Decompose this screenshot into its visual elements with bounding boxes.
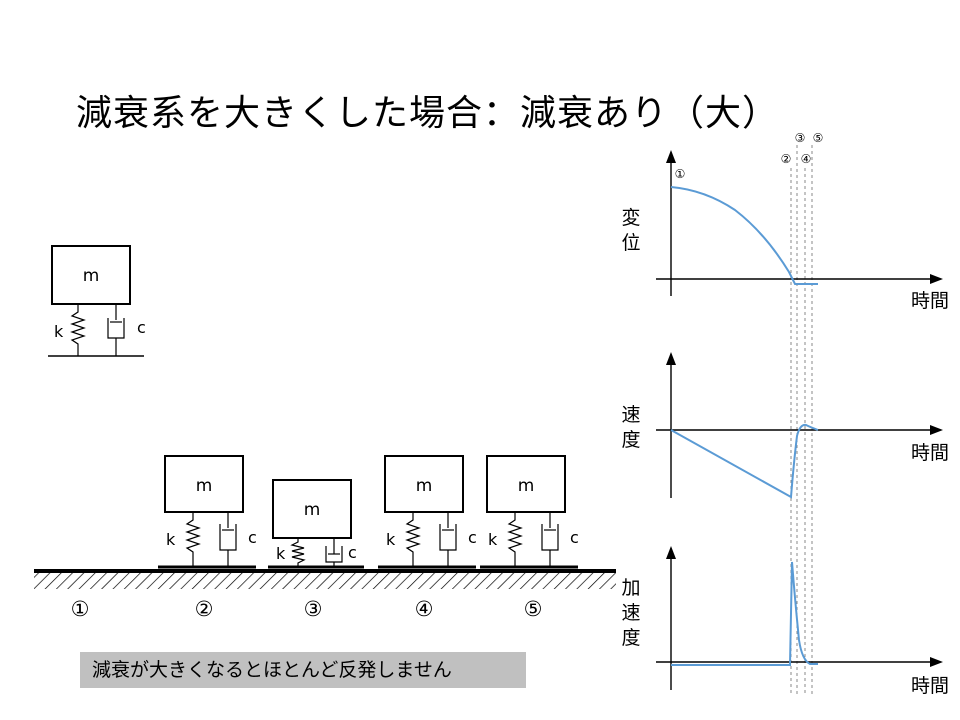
velocity-axis-label-1: 速 [621,404,640,426]
velocity-graph: 速 度 時間 [621,352,949,499]
velocity-curve [670,423,819,499]
acceleration-curve [671,561,818,666]
displacement-curve [670,186,818,285]
state-label-1: ① [71,597,90,621]
acceleration-graph: 加 速 度 時間 [621,546,949,697]
svg-text:c: c [348,543,357,562]
marker-label-4: ④ [801,152,812,166]
state-label-4: ④ [415,597,434,621]
svg-text:k: k [276,544,286,563]
spring-icon [185,512,201,568]
displacement-graph: 変 位 時間 [621,150,949,312]
marker-label-2: ② [781,152,792,166]
acceleration-axis-label-3: 度 [621,627,640,649]
time-label: 時間 [911,290,949,312]
state-label-5: ⑤ [524,597,543,621]
svg-text:m: m [304,500,321,520]
svg-text:c: c [468,528,477,547]
damper-label: c [137,318,146,337]
mass-label: m [83,266,100,286]
mass-block [51,245,131,305]
reference-system: m k c [48,245,146,357]
state-4-system: m k c [378,455,477,569]
note-box: 減衰が大きくなるとほとんど反発しません [80,652,526,688]
displacement-axis-label-2: 位 [621,232,640,254]
ground [34,569,616,589]
damper-icon [107,318,125,339]
marker-label-5: ⑤ [813,131,824,145]
spring-icon [507,512,523,568]
mass-block [272,479,352,539]
time-label: 時間 [911,675,949,697]
state-2-system: m k c [158,455,257,569]
mass-block [384,455,464,513]
time-label: 時間 [911,442,949,464]
svg-text:m: m [416,476,433,496]
page-title: 減衰系を大きくした場合：減衰あり（大） [76,93,780,134]
state-label-2: ② [195,597,214,621]
time-markers [790,145,813,696]
marker-label-1: ① [675,167,686,181]
svg-text:c: c [248,528,257,547]
mass-block [486,455,566,513]
state-label-3: ③ [304,597,323,621]
displacement-axis-label-1: 変 [621,207,640,229]
marker-label-3: ③ [795,131,806,145]
svg-text:c: c [570,528,579,547]
svg-text:k: k [386,530,396,549]
acceleration-axis-label-2: 速 [621,602,640,624]
spring-icon [290,538,306,568]
acceleration-axis-label-1: 加 [621,577,640,599]
svg-text:k: k [488,530,498,549]
svg-text:m: m [196,476,213,496]
state-3-system: m k c [268,479,364,569]
mass-block [164,455,244,513]
velocity-axis-label-2: 度 [621,429,640,451]
spring-icon [70,304,86,356]
svg-text:m: m [518,476,535,496]
state-5-system: m k c [480,455,579,569]
spring-icon [405,512,421,568]
spring-label: k [54,322,64,341]
svg-text:k: k [166,530,176,549]
